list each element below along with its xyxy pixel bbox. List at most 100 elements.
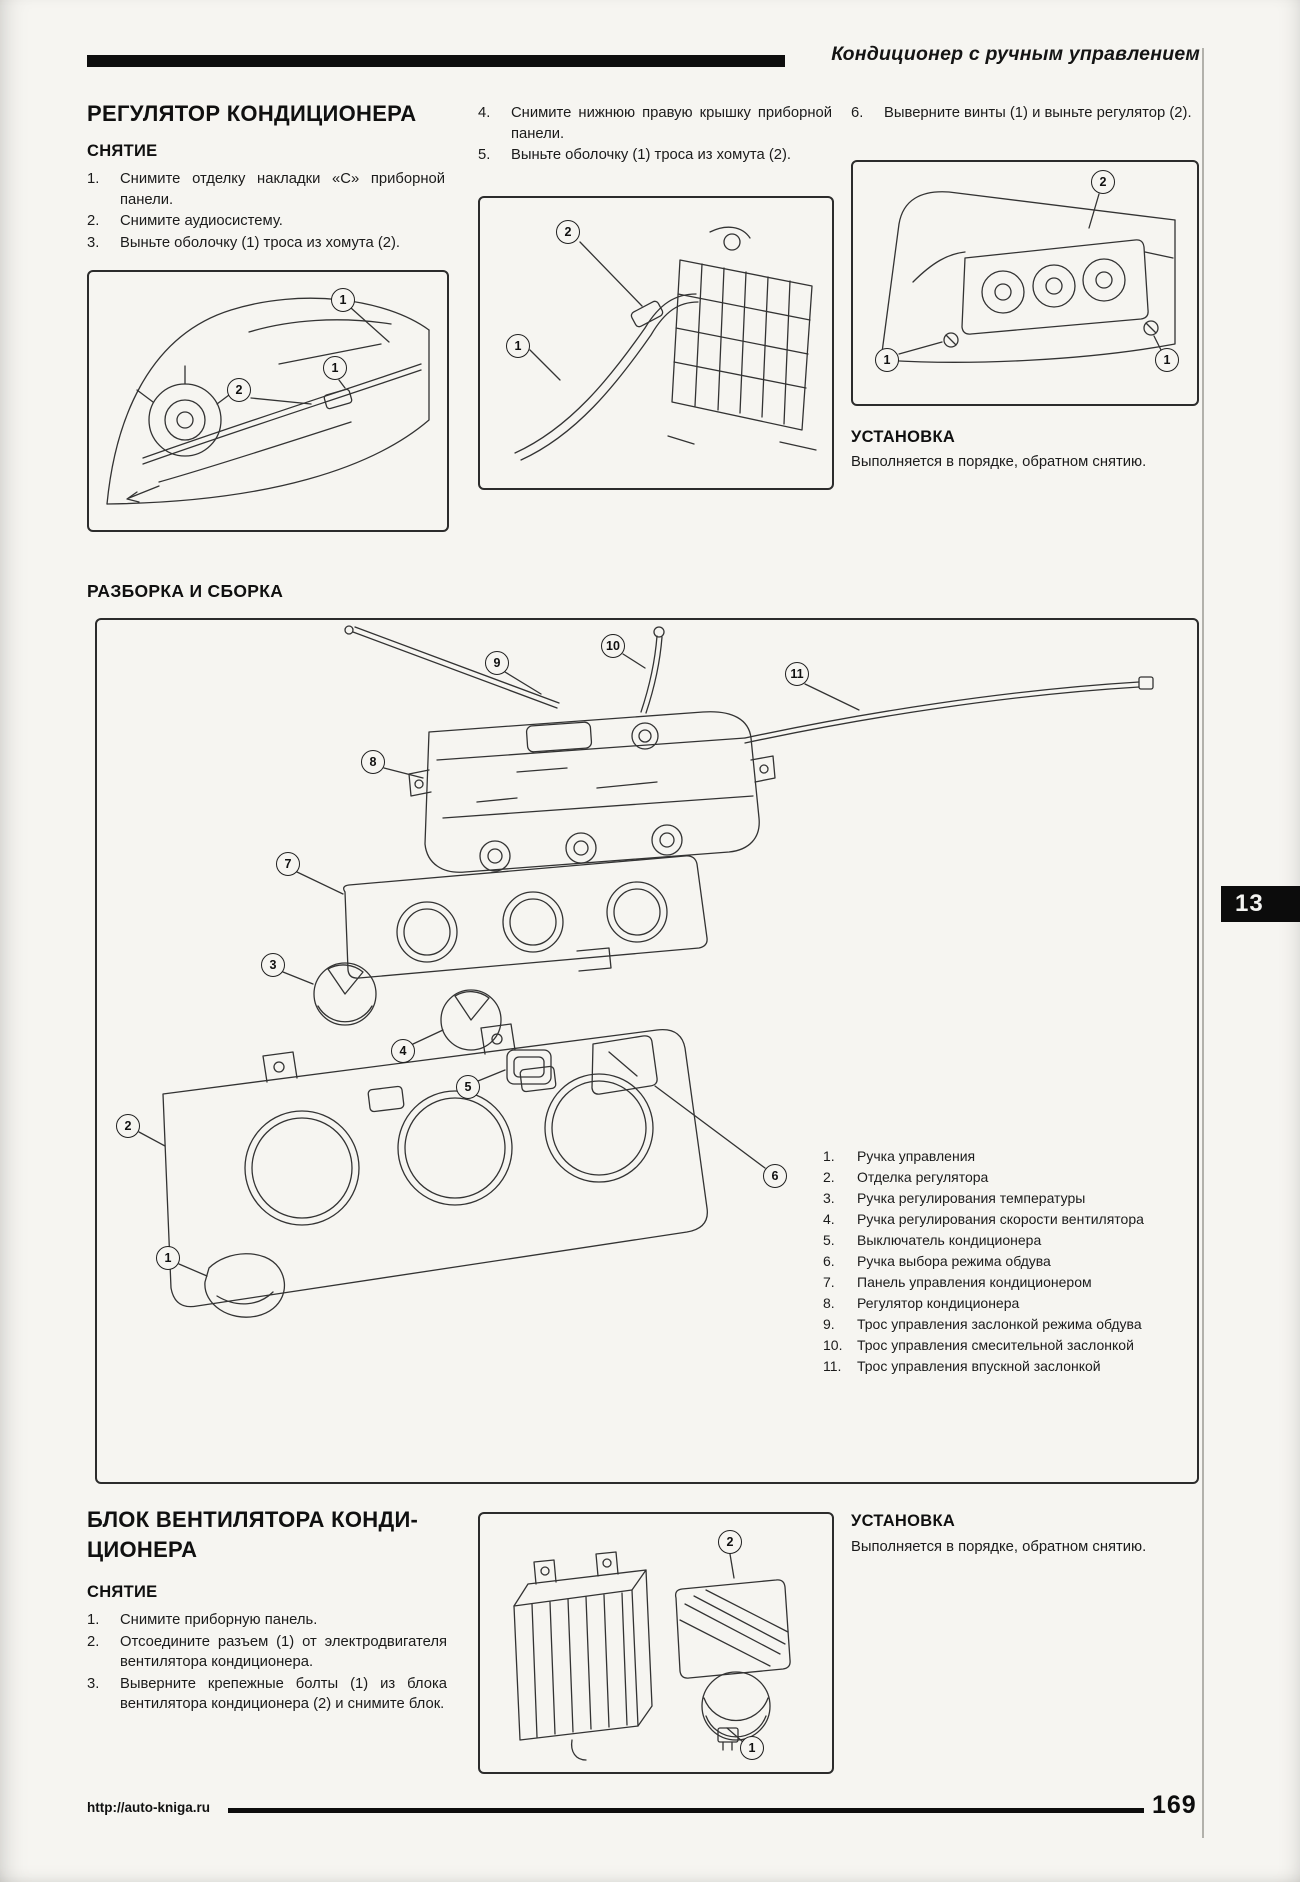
blower-removal-steps: 1. Снимите приборную панель. 2. Отсоедин… (87, 1610, 447, 1715)
legend-text: Ручка регулирования скорости вентилятора (857, 1211, 1144, 1227)
figure-blower-unit: 2 1 (478, 1512, 834, 1774)
legend-text: Трос управления впускной заслонкой (857, 1358, 1101, 1374)
installation-text: Выполняется в порядке, обратном снятию. (851, 454, 1147, 470)
callout-badge: 10 (601, 634, 625, 658)
figure-regulator-screws: 2 1 1 (851, 160, 1199, 406)
legend-number: 1. (823, 1148, 835, 1164)
regulator-title: РЕГУЛЯТОР КОНДИЦИОНЕРА (87, 101, 417, 126)
removal-heading: СНЯТИЕ (87, 142, 158, 160)
step-text: Выверните винты (1) и выньте регулятор (… (884, 105, 1192, 121)
legend-item: 4. Ручка регулирования скорости вентилято… (823, 1209, 1183, 1230)
legend-item: 1.Ручка управления (823, 1146, 1183, 1167)
step-text: Выньте оболочку (1) троса из хомута (2). (511, 147, 792, 163)
callout-badge: 9 (485, 651, 509, 675)
page-edge-line (1202, 48, 1204, 1838)
legend-text: Трос управления заслонкой режима обдува (857, 1316, 1142, 1332)
blower-installation-heading: УСТАНОВКА (851, 1512, 956, 1530)
legend-number: 9. (823, 1316, 835, 1332)
blower-removal-heading: СНЯТИЕ (87, 1583, 158, 1601)
callout-badge: 2 (227, 378, 251, 402)
legend-number: 6. (823, 1253, 835, 1269)
callout-badge: 2 (556, 220, 580, 244)
callout-badge: 1 (323, 356, 347, 380)
legend-number: 2. (823, 1169, 835, 1185)
legend-number: 4. (823, 1211, 835, 1227)
chapter-tab: 13 (1221, 886, 1300, 922)
legend-text: Регулятор кондиционера (857, 1295, 1020, 1311)
callout-badge: 5 (456, 1075, 480, 1099)
cable-clamp-line-art (480, 198, 832, 488)
legend-number: 3. (823, 1190, 835, 1206)
disassembly-heading: РАЗБОРКА И СБОРКА (87, 581, 284, 601)
legend-item: 6. Ручка выбора режима обдува (823, 1251, 1183, 1272)
callout-badge: 1 (875, 348, 899, 372)
page-number: 169 (1152, 1791, 1197, 1819)
legend-number: 7. (823, 1274, 835, 1290)
step-item: 3. Выверните крепежные болты (1) из блок… (87, 1674, 447, 1715)
regulator-column-1: РЕГУЛЯТОР КОНДИЦИОНЕРА СНЯТИЕ 1. Снимите… (87, 99, 445, 254)
step-item: 2. Отсоедините разъем (1) от электродвиг… (87, 1632, 447, 1673)
regulator-column-3: 6. Выверните винты (1) и выньте регулято… (851, 103, 1195, 125)
legend-text: Выключатель кондиционера (857, 1232, 1042, 1248)
step-number: 3. (87, 1675, 100, 1692)
step-number: 2. (87, 213, 100, 229)
step-number: 1. (87, 1612, 100, 1628)
legend-number: 8. (823, 1295, 835, 1311)
callout-badge: 1 (1155, 348, 1179, 372)
callout-badge: 1 (331, 288, 355, 312)
legend-item: 7. Панель управления кондиционером (823, 1272, 1183, 1293)
step-text: Снимите приборную панель. (120, 1612, 318, 1628)
legend-text: Трос управления смесительной заслонкой (857, 1337, 1134, 1353)
legend-text: Панель управления кондиционером (857, 1274, 1092, 1290)
step-text: Выверните крепежные болты (1) из блока в… (120, 1675, 447, 1713)
removal-steps-col1: 1. Снимите отделку накладки «С» приборно… (87, 169, 445, 253)
step-text: Снимите аудиосистему. (120, 213, 283, 229)
legend-item: 8. Регулятор кондиционера (823, 1293, 1183, 1314)
legend-number: 5. (823, 1232, 835, 1248)
step-number: 3. (87, 234, 100, 251)
callout-badge: 8 (361, 750, 385, 774)
footer-url: http://auto-kniga.ru (87, 1800, 210, 1815)
step-text: Отсоедините разъем (1) от электродвигате… (120, 1633, 447, 1671)
footer-rule (228, 1808, 1144, 1813)
step-item: 5. Выньте оболочку (1) троса из хомута (… (478, 145, 832, 166)
blower-title-line2: ЦИОНЕРА (87, 1537, 198, 1562)
legend-item: 3. Ручка регулирования температуры (823, 1188, 1183, 1209)
legend-text: Ручка выбора режима обдува (857, 1253, 1051, 1269)
legend-number: 11. (823, 1358, 842, 1374)
legend-item: 11. Трос управления впускной заслонкой (823, 1356, 1183, 1377)
step-number: 1. (87, 171, 100, 187)
legend-item: 5. Выключатель кондиционера (823, 1230, 1183, 1251)
figure-exploded-view: 9 10 11 8 7 3 4 5 6 2 1 1.Ручка управлен… (95, 618, 1199, 1484)
step-text: Снимите нижнюю правую крышку приборной п… (511, 105, 832, 142)
blower-column: БЛОК ВЕНТИЛЯТОРА КОНДИ- ЦИОНЕРА СНЯТИЕ 1… (87, 1505, 447, 1716)
callout-badge: 11 (785, 662, 809, 686)
step-number: 2. (87, 1633, 100, 1650)
legend-item: 10.Трос управления смесительной заслонко… (823, 1335, 1183, 1356)
step-item: 2. Снимите аудиосистему. (87, 211, 445, 232)
step-number: 6. (851, 105, 864, 121)
regulator-column-2: 4. Снимите нижнюю правую крышку приборно… (478, 103, 832, 167)
step-number: 4. (478, 105, 491, 121)
blower-unit-line-art (480, 1514, 832, 1772)
step-item: 1. Снимите отделку накладки «С» приборно… (87, 169, 445, 210)
callout-badge: 4 (391, 1039, 415, 1063)
header-rule (87, 55, 785, 67)
callout-badge: 1 (740, 1736, 764, 1760)
removal-steps-col3: 6. Выверните винты (1) и выньте регулято… (851, 103, 1195, 124)
callout-badge: 6 (763, 1164, 787, 1188)
callout-badge: 1 (506, 334, 530, 358)
legend-text: Ручка регулирования температуры (857, 1190, 1086, 1206)
callout-badge: 1 (156, 1246, 180, 1270)
dashboard-cable-line-art (89, 272, 447, 530)
step-number: 5. (478, 147, 491, 163)
blower-title-line1: БЛОК ВЕНТИЛЯТОРА КОНДИ- (87, 1507, 419, 1532)
legend-text: Отделка регулятора (857, 1169, 989, 1185)
step-text: Выньте оболочку (1) троса из хомута (2). (120, 234, 401, 251)
exploded-view-line-art (97, 620, 1197, 1482)
blower-installation-text: Выполняется в порядке, обратном снятию. (851, 1539, 1147, 1555)
step-item: 1. Снимите приборную панель. (87, 1610, 447, 1631)
figure-dashboard-cable: 1 2 1 (87, 270, 449, 532)
header-chapter-title: Кондиционер с ручным управлением (831, 43, 1200, 65)
